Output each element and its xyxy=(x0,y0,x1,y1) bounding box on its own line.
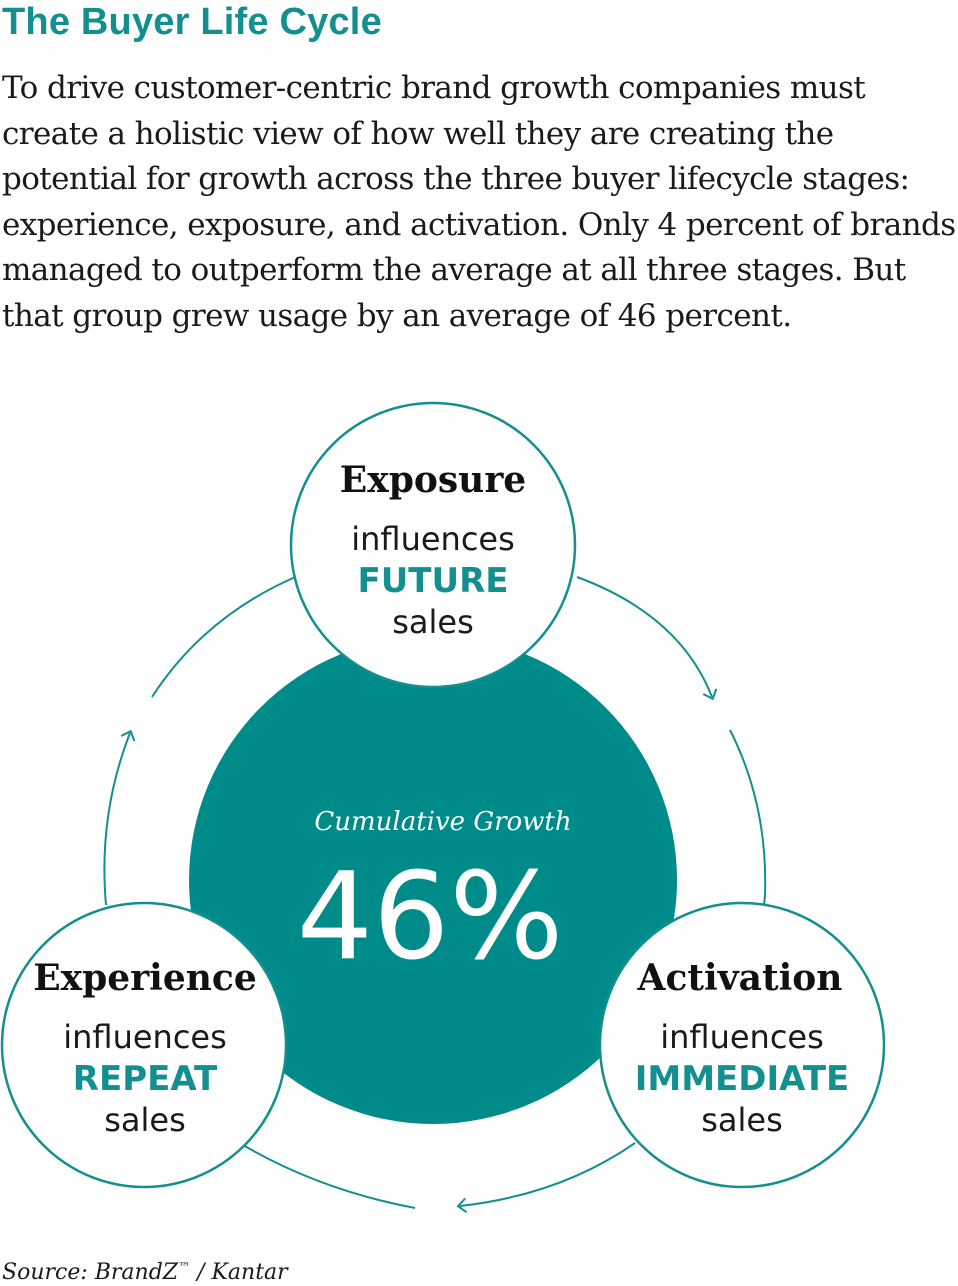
stage-experience-circle xyxy=(0,901,288,1189)
stage-experience-noun: sales xyxy=(104,1101,186,1139)
stage-exposure: Exposure influences FUTURE sales xyxy=(289,401,577,689)
stage-activation: Activation influences IMMEDIATE sales xyxy=(598,901,886,1189)
trademark-symbol: ™ xyxy=(178,1260,191,1274)
stage-activation-circle xyxy=(598,901,886,1189)
intro-paragraph: To drive customer-centric brand growth c… xyxy=(2,70,956,334)
source-credit: Source: BrandZ™ / Kantar xyxy=(2,1254,288,1286)
stage-experience-name: Experience xyxy=(33,957,257,999)
cycle-arc-top-right xyxy=(576,576,718,701)
page-title: The Buyer Life Cycle xyxy=(2,1,382,43)
stage-exposure-circle xyxy=(289,401,577,689)
stage-activation-verb: influences xyxy=(660,1018,824,1056)
stage-exposure-verb: influences xyxy=(351,520,515,558)
cycle-arc-left xyxy=(103,729,136,906)
cycle-arc-top-left xyxy=(151,574,301,698)
center-circle xyxy=(189,636,677,1124)
cycle-arc-bottom-left xyxy=(242,1144,416,1209)
center-value: 46% xyxy=(297,848,564,987)
stage-exposure-accent: FUTURE xyxy=(357,561,508,601)
center-label: Cumulative Growth xyxy=(314,807,571,837)
stage-activation-accent: IMMEDIATE xyxy=(635,1059,850,1099)
cycle-arc-bottom xyxy=(456,1142,636,1214)
stage-exposure-name: Exposure xyxy=(340,459,526,501)
source-suffix: / Kantar xyxy=(190,1260,288,1285)
stage-activation-noun: sales xyxy=(701,1101,783,1139)
stage-experience: Experience influences REPEAT sales xyxy=(0,901,288,1189)
stage-activation-name: Activation xyxy=(637,957,843,999)
source-prefix: Source: BrandZ xyxy=(2,1260,179,1285)
stage-experience-verb: influences xyxy=(63,1018,227,1056)
stage-experience-accent: REPEAT xyxy=(73,1059,218,1099)
stage-exposure-noun: sales xyxy=(392,603,474,641)
